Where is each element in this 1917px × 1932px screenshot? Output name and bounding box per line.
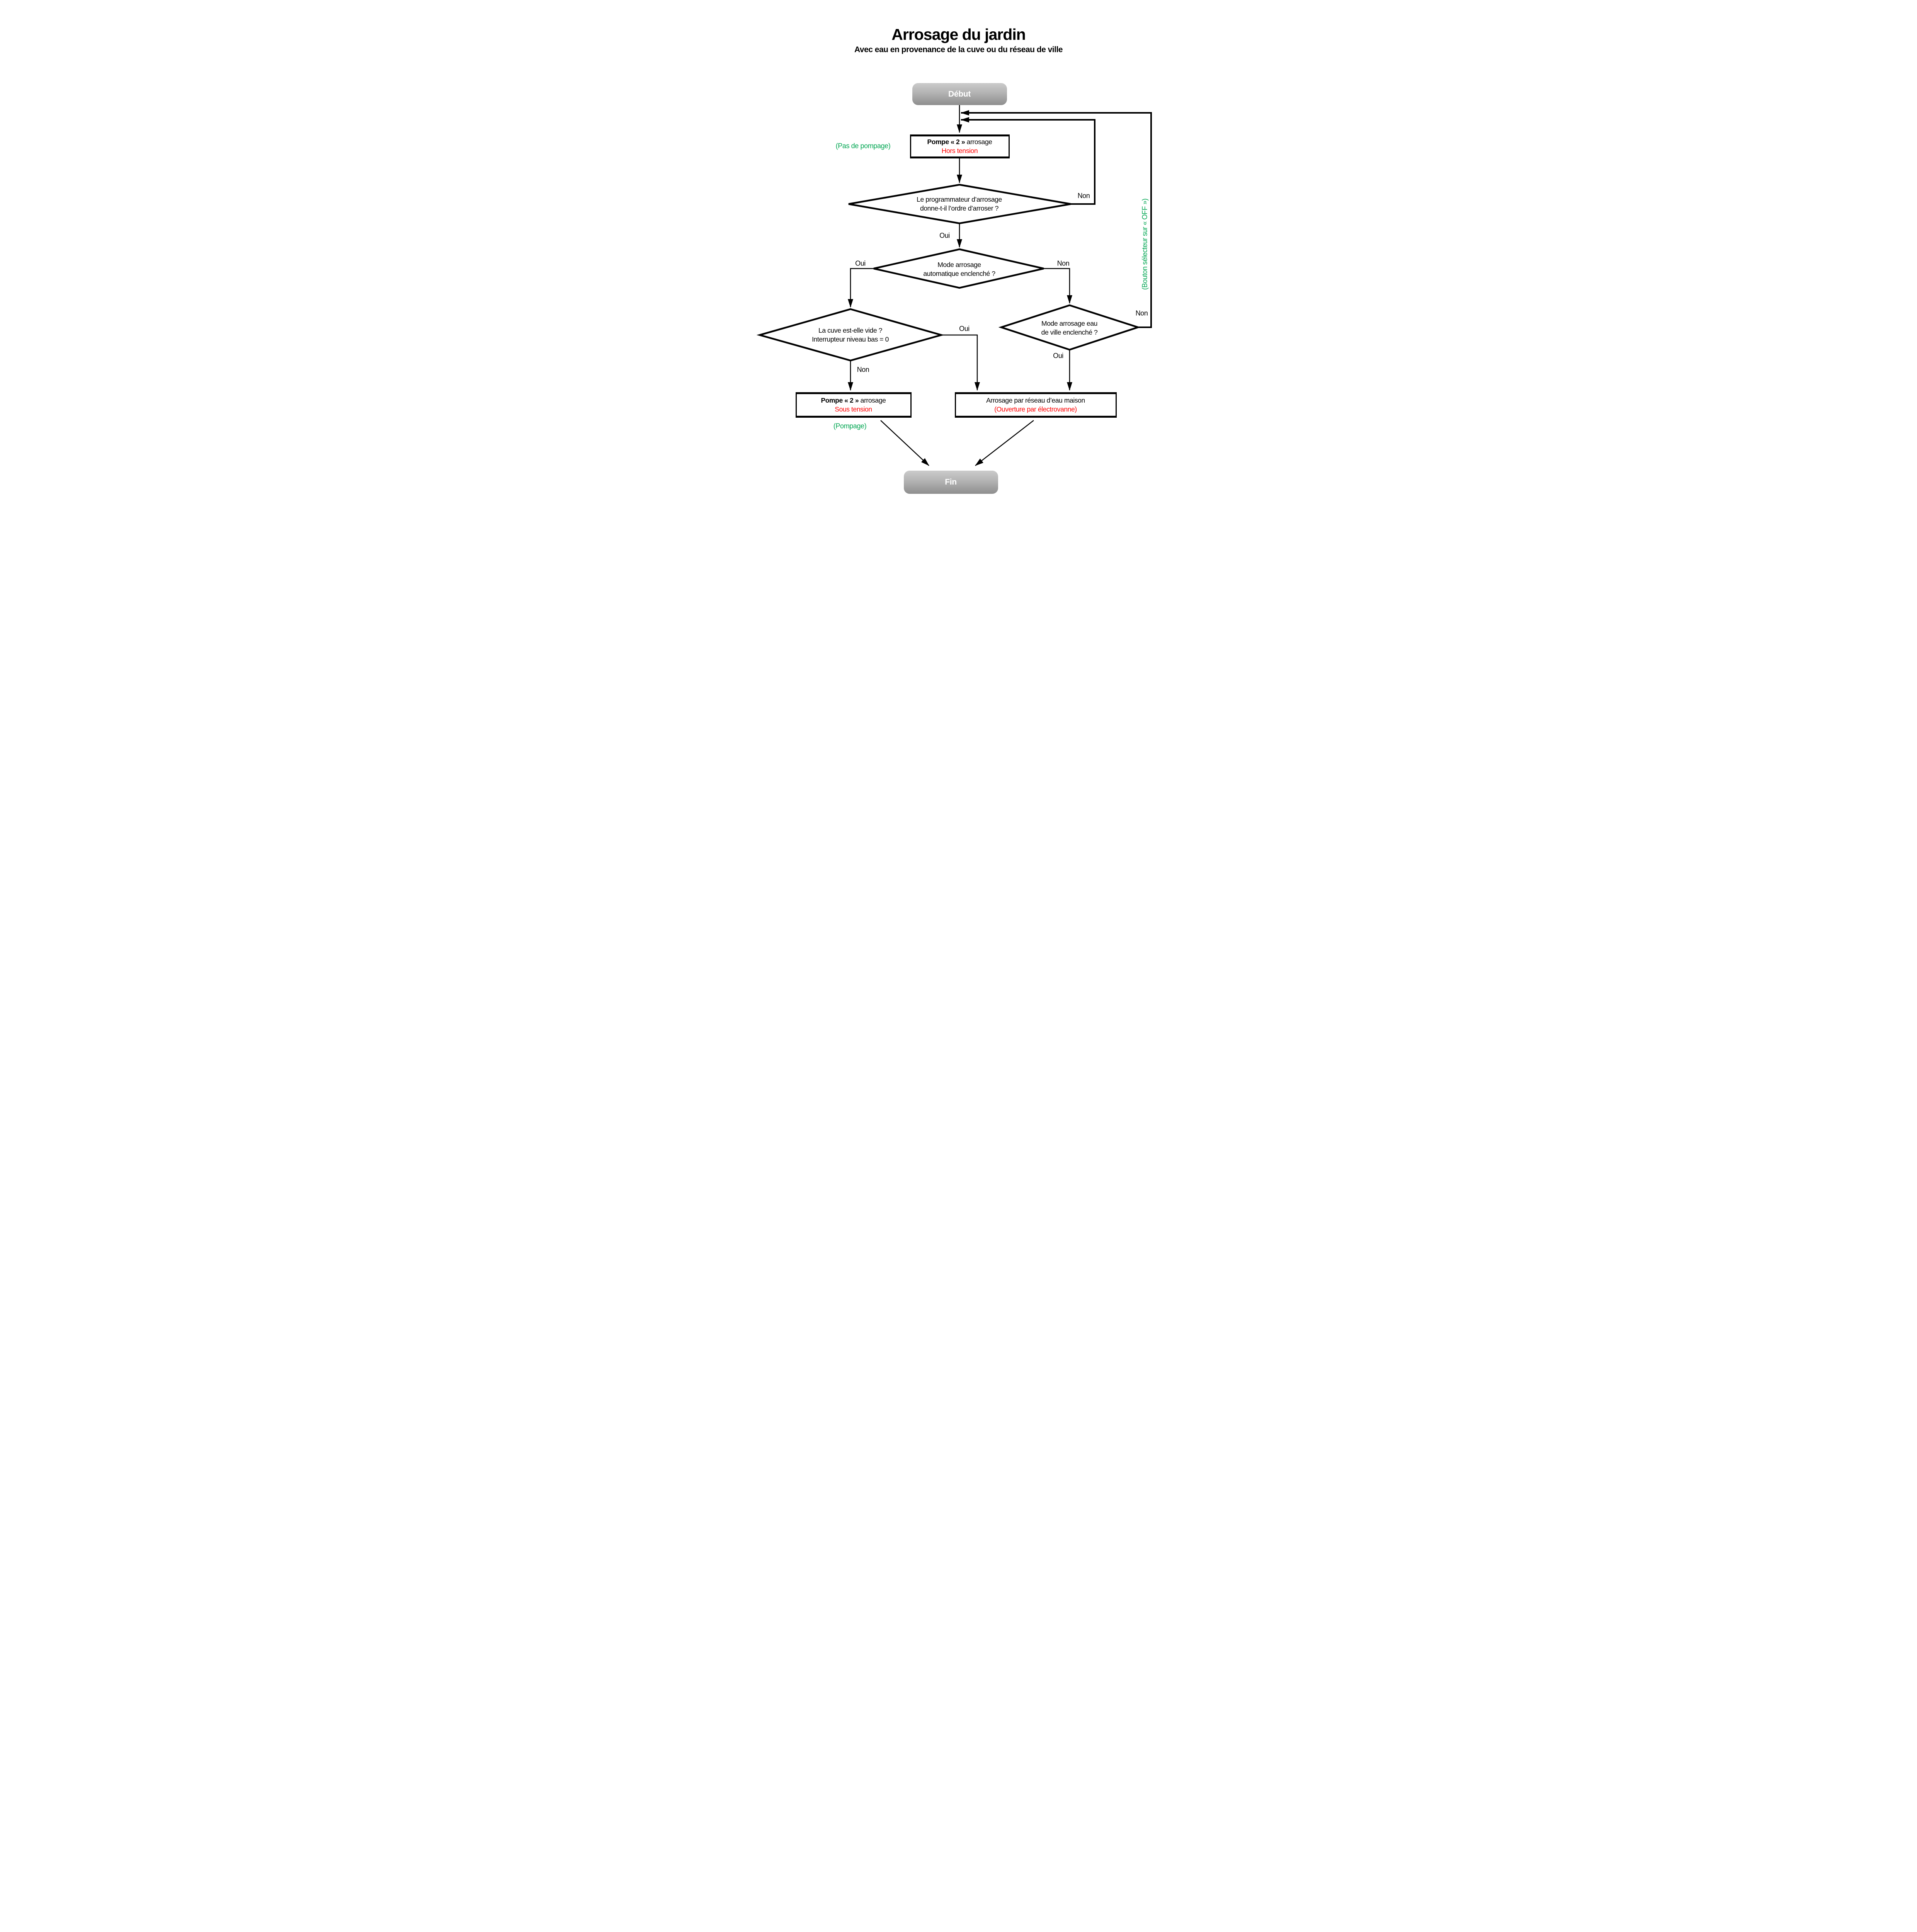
process-pompe-sous-tension: Pompe « 2 » arrosage Sous tension [795, 392, 912, 418]
edge-reseau-to-fin [975, 420, 1034, 466]
decision-auto-text: Mode arrosage automatique enclenché ? [923, 260, 995, 278]
decision-cuve-line2: Interrupteur niveau bas = 0 [812, 335, 889, 343]
label-cuve-oui: Oui [959, 325, 970, 333]
edge-prog-non-loop [960, 117, 1095, 205]
annotation-pompage: (Pompage) [833, 422, 867, 430]
annotation-bouton-off: (Bouton sélecteur sur « OFF ») [1141, 198, 1148, 290]
edge-auto-non-to-ville [1043, 268, 1072, 304]
process-pompe-sous-status: Sous tension [835, 405, 872, 413]
connector-layer [756, 105, 1152, 466]
label-prog-non: Non [1077, 192, 1090, 200]
edge-auto-oui-to-cuve [847, 268, 874, 308]
terminal-fin-label: Fin [945, 478, 957, 486]
process-reseau-maison: Arrosage par réseau d’eau maison (Ouvert… [954, 392, 1117, 418]
decision-cuve-shape [756, 308, 944, 362]
process-pompe-sous-title: Pompe « 2 » arrosage [821, 396, 886, 404]
label-prog-oui: Oui [939, 231, 950, 240]
process-pompe-hors-title: Pompe « 2 » arrosage [927, 138, 992, 146]
label-ville-non: Non [1135, 309, 1148, 317]
flowchart-page: Arrosage du jardin Avec eau en provenanc… [746, 0, 1171, 601]
process-pompe-hors-status: Hors tension [941, 147, 978, 155]
edge-ville-non-off-loop [960, 110, 1152, 328]
terminal-fin: Fin [903, 471, 998, 494]
decision-prog-shape [848, 184, 1071, 224]
decision-prog-line1: Le programmateur d’arrosage [917, 196, 1002, 203]
page-subtitle: Avec eau en provenance de la cuve ou du … [854, 45, 1063, 54]
process-pompe-hors-tension: Pompe « 2 » arrosage Hors tension [910, 134, 1010, 158]
process-reseau-status: (Ouverture par électrovanne) [994, 405, 1077, 413]
label-auto-non: Non [1057, 259, 1070, 267]
edge-cuve-oui-to-reseau [941, 334, 980, 391]
decision-prog-text: Le programmateur d’arrosage donne-t-il l… [917, 195, 1002, 213]
decision-prog-line2: donne-t-il l’ordre d’arroser ? [920, 204, 998, 212]
label-ville-oui: Oui [1053, 352, 1063, 360]
annotation-pas-de-pompage: (Pas de pompage) [835, 142, 891, 150]
decision-auto-line1: Mode arrosage [937, 261, 981, 269]
decision-cuve-line1: La cuve est-elle vide ? [818, 327, 882, 334]
decision-ville-text: Mode arrosage eau de ville enclenché ? [1041, 319, 1098, 337]
decision-cuve-text: La cuve est-elle vide ? Interrupteur niv… [812, 326, 889, 344]
label-auto-oui: Oui [855, 259, 866, 267]
page-title: Arrosage du jardin [891, 26, 1026, 43]
terminal-debut-label: Début [948, 89, 971, 99]
decision-ville-line2: de ville enclenché ? [1041, 328, 1098, 336]
decision-auto-shape [873, 248, 1044, 289]
edge-pompe2-to-fin [880, 420, 929, 466]
terminal-debut: Début [912, 83, 1007, 105]
decision-auto-line2: automatique enclenché ? [923, 270, 995, 277]
decision-ville-line1: Mode arrosage eau [1041, 320, 1097, 327]
process-reseau-title: Arrosage par réseau d’eau maison [986, 396, 1085, 404]
label-cuve-non: Non [857, 366, 869, 374]
decision-ville-shape [998, 304, 1141, 351]
